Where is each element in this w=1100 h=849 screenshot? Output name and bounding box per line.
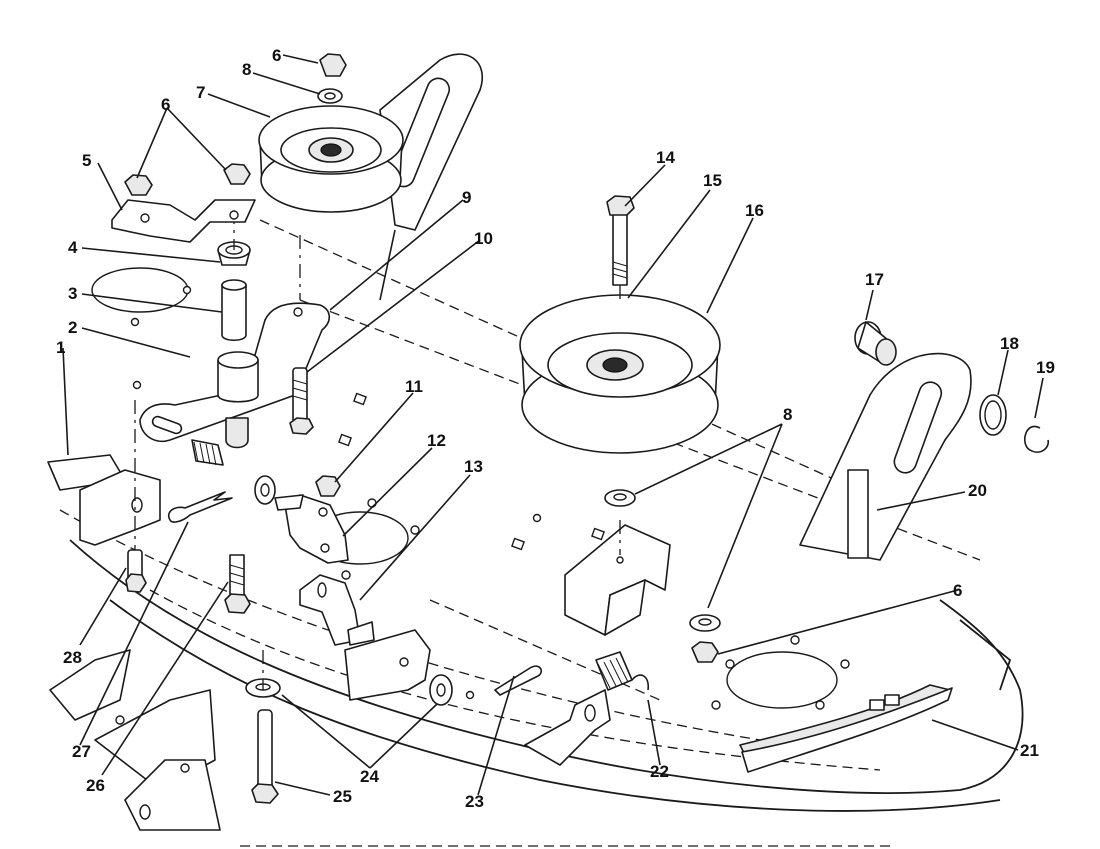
idler-pulley-small: [258, 105, 404, 213]
callout-28: 28: [63, 648, 82, 667]
callout-8a: 8: [242, 60, 251, 79]
callout-15: 15: [703, 171, 722, 190]
pivot-bracket-12: [274, 494, 349, 564]
callout-26: 26: [86, 776, 105, 795]
callout-6b: 6: [272, 46, 281, 65]
hex-nuts: [124, 53, 719, 663]
deck-holes: [91, 267, 850, 710]
bolt-long: [606, 195, 635, 305]
callout-17: 17: [865, 270, 884, 289]
callout-25: 25: [333, 787, 352, 806]
bracket-plate: [111, 199, 256, 243]
idler-pulley-large: [519, 294, 721, 454]
callout-10: 10: [474, 229, 493, 248]
spring-anchor-clip: [494, 665, 542, 696]
callout-6a: 6: [161, 95, 170, 114]
carriage-bolt: [125, 549, 147, 593]
callout-14: 14: [656, 148, 675, 167]
callout-11: 11: [405, 377, 423, 396]
callout-labels: 1 2 3 4 5 6 7 8 6 9 10 11 12 13 14 15 16…: [56, 46, 1055, 811]
spring-and-anchor: [524, 651, 650, 766]
callout-22: 22: [650, 762, 669, 781]
right-hanger-bracket: [799, 352, 972, 561]
callout-18: 18: [1000, 334, 1019, 353]
callout-3: 3: [68, 284, 77, 303]
left-hanger-bracket: [379, 53, 483, 301]
callout-8b: 8: [783, 405, 792, 424]
callout-13: 13: [464, 457, 483, 476]
pivot-bracket-13: [299, 574, 431, 701]
retaining-rings: [979, 394, 1050, 453]
callout-27: 27: [72, 742, 91, 761]
callout-6c: 6: [953, 581, 962, 600]
bolt-10: [289, 367, 314, 435]
callout-12: 12: [427, 431, 446, 450]
idler-arm: [139, 302, 331, 449]
callout-4: 4: [68, 238, 78, 257]
bolt-short: [224, 554, 251, 614]
callout-16: 16: [745, 201, 764, 220]
callout-20: 20: [968, 481, 987, 500]
leader-lines: [62, 54, 1044, 796]
callout-1: 1: [56, 338, 65, 357]
channel-bracket: [564, 520, 671, 636]
extension-spring: [191, 439, 224, 466]
wear-pad: [739, 684, 953, 773]
callout-2: 2: [68, 318, 77, 337]
hairpin-clip: [167, 491, 233, 523]
callout-24: 24: [360, 767, 379, 786]
flange-bushing: [854, 321, 897, 366]
callout-7: 7: [196, 83, 205, 102]
callout-23: 23: [465, 792, 484, 811]
callout-19: 19: [1036, 358, 1055, 377]
bolt-25: [251, 650, 279, 804]
callout-9: 9: [462, 188, 471, 207]
callout-5a: 5: [82, 151, 91, 170]
support-bracket-1: [47, 400, 161, 550]
callout-21: 21: [1020, 741, 1039, 760]
spacer-and-bushing: [217, 210, 301, 403]
